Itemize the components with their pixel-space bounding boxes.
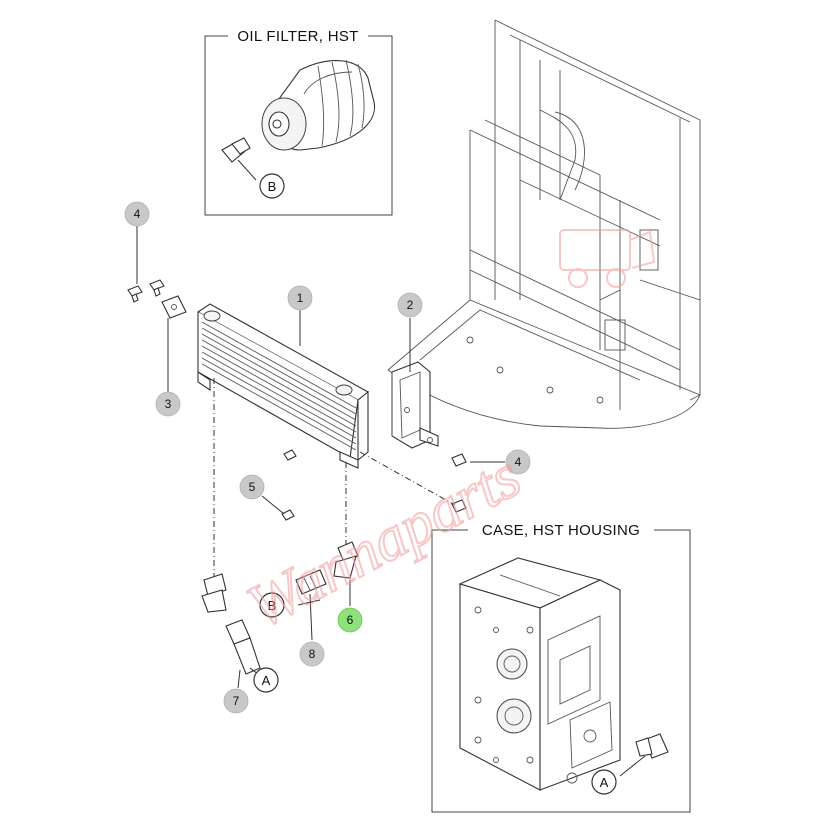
bolt-right-upper[interactable] — [451, 453, 467, 467]
oil-filter-inset-title: OIL FILTER, HST — [237, 28, 358, 45]
callout-4-top: 4 — [124, 201, 150, 227]
svg-text:A: A — [262, 673, 271, 688]
straight-fitting-8[interactable] — [295, 569, 327, 595]
callout-1: 1 — [287, 285, 313, 311]
leader-b-fitting — [297, 599, 321, 606]
bolt-top-middle[interactable] — [149, 279, 165, 297]
hose-7[interactable] — [225, 619, 261, 675]
case-inset-frame — [431, 529, 691, 813]
callout-7: 7 — [223, 688, 249, 714]
callout-3: 3 — [155, 391, 181, 417]
svg-text:6: 6 — [347, 613, 354, 627]
connection-label-b-fitting: B — [259, 592, 285, 618]
elbow-fitting-6[interactable] — [333, 541, 359, 579]
bolt-top-left[interactable] — [127, 285, 143, 303]
oil-filter-inset: OIL FILTER, HST B — [204, 28, 393, 216]
oil-filter-inset-frame — [204, 35, 393, 216]
connection-label-a-case: A — [591, 769, 617, 795]
connection-label-b-filter: B — [259, 173, 285, 199]
leader-b-filter — [237, 159, 257, 181]
case-hst-housing-inset: CASE, HST HOUSING — [431, 522, 691, 813]
callout-8: 8 — [299, 641, 325, 667]
svg-text:4: 4 — [134, 207, 141, 221]
oil-filter-fitting — [221, 137, 251, 163]
oil-cooler-bracket[interactable] — [391, 361, 439, 449]
svg-text:B: B — [268, 179, 277, 194]
svg-text:2: 2 — [407, 298, 414, 312]
svg-text:5: 5 — [249, 480, 256, 494]
bolt-lower-left[interactable] — [281, 509, 295, 521]
case-elbow-fitting[interactable] — [635, 733, 669, 759]
bolt-middle-left[interactable] — [283, 449, 297, 461]
chassis-frame — [387, 19, 701, 429]
leader-callout-5 — [261, 495, 285, 515]
callout-6: 6 — [337, 607, 363, 633]
callout-5: 5 — [239, 474, 265, 500]
svg-text:7: 7 — [233, 694, 240, 708]
oil-cooler[interactable] — [196, 303, 369, 469]
leader-callout-7 — [237, 669, 241, 689]
elbow-fitting-left[interactable] — [201, 573, 227, 613]
washer-plate[interactable] — [161, 295, 187, 319]
svg-text:3: 3 — [165, 397, 172, 411]
leader-a-case — [619, 755, 646, 777]
assembly-line-bracket — [359, 451, 456, 506]
svg-text:8: 8 — [309, 647, 316, 661]
svg-text:B: B — [268, 598, 277, 613]
hst-housing-part[interactable] — [458, 557, 621, 791]
connection-label-a-hose: A — [253, 667, 279, 693]
bolt-right-lower[interactable] — [451, 499, 467, 513]
svg-text:1: 1 — [297, 291, 304, 305]
oil-filter-part[interactable] — [261, 59, 376, 151]
leader-callout-8 — [309, 593, 313, 641]
svg-text:A: A — [600, 775, 609, 790]
svg-text:4: 4 — [515, 455, 522, 469]
callout-4-right: 4 — [505, 449, 531, 475]
case-inset-title: CASE, HST HOUSING — [482, 522, 640, 539]
callout-2: 2 — [397, 292, 423, 318]
